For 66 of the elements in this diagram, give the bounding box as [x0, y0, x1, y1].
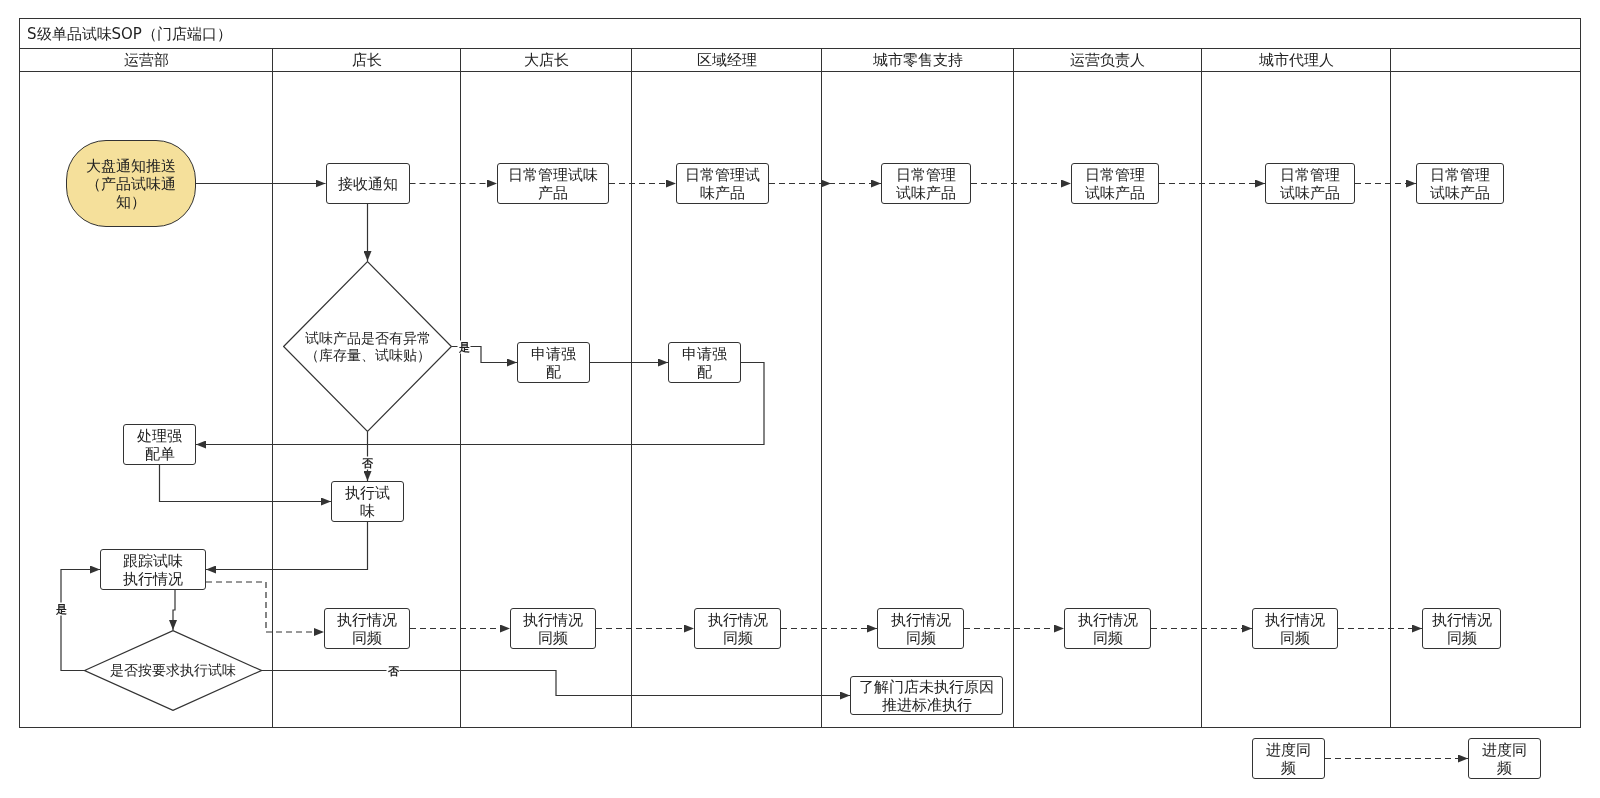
start-terminator: 大盘通知推送（产品试味通知）: [66, 140, 196, 227]
process-box: 执行情况同频: [1422, 608, 1501, 649]
edge-label: 否: [361, 456, 374, 470]
arrow: [195, 179, 327, 188]
swimlane: [20, 49, 273, 727]
swimlane: [632, 49, 822, 727]
process-box: 执行情况同频: [1252, 608, 1338, 649]
process-box: 日常管理试味产品: [881, 163, 971, 204]
swimlane: [822, 49, 1014, 727]
arrow: [1150, 624, 1253, 633]
process-box: 日常管理试味产品: [1416, 163, 1504, 204]
lane-header: 城市代理人: [1258, 51, 1334, 69]
arrow: [963, 624, 1065, 633]
arrow: [780, 624, 878, 633]
arrow: [589, 358, 669, 367]
process-box: 申请强配: [517, 342, 590, 383]
arrow: [768, 180, 882, 188]
process-box: 进度同频: [1468, 738, 1541, 779]
decision-diamond: 是否按要求执行试味: [84, 630, 262, 711]
decision-diamond: 试味产品是否有异常（库存量、试味贴）: [283, 261, 452, 432]
edge-label: 是: [54, 602, 68, 616]
lane-header: 城市零售支持: [872, 51, 963, 69]
arrow: [205, 521, 369, 574]
arrow: [595, 624, 695, 633]
arrow: [363, 203, 372, 262]
process-box: 执行情况同频: [877, 608, 964, 649]
process-box: 进度同频: [1252, 738, 1325, 779]
process-box: 了解门店未执行原因推进标准执行: [850, 676, 1003, 715]
process-box: 执行情况同频: [510, 608, 596, 649]
process-box: 日常管理试味产品: [676, 163, 769, 204]
process-box: 申请强配: [668, 342, 741, 383]
lane-header: 运营部: [123, 51, 169, 69]
swimlane: [1202, 49, 1391, 727]
process-box: 执行试味: [331, 481, 404, 522]
arrow: [195, 361, 765, 449]
process-box: 执行情况同频: [324, 608, 410, 649]
arrow: [261, 669, 851, 700]
arrow: [60, 565, 101, 672]
lane-header: 区域经理: [696, 51, 757, 69]
process-box: 执行情况同频: [1064, 608, 1151, 649]
arrow: [1158, 179, 1266, 188]
pool-header: S级单品试味SOP（门店端口）: [27, 24, 232, 44]
arrow: [1354, 179, 1417, 188]
process-box: 日常管理试味产品: [497, 163, 609, 204]
lane-header: 大店长: [523, 51, 569, 69]
arrow: [409, 624, 511, 633]
arrow: [970, 179, 1072, 188]
process-box: 日常管理试味产品: [1265, 163, 1355, 204]
arrow: [408, 179, 498, 188]
swimlane: [1014, 49, 1202, 727]
process-box: 跟踪试味执行情况: [100, 549, 206, 590]
arrow: [158, 464, 332, 506]
lane-header: 店长: [351, 51, 382, 69]
swimlane: [461, 49, 632, 727]
arrow: [608, 179, 677, 188]
arrow: [169, 589, 177, 631]
lane-header: 运营负责人: [1070, 51, 1145, 69]
process-box: 执行情况同频: [694, 608, 781, 649]
swimlane-pool: [19, 18, 1581, 728]
process-box: 日常管理试味产品: [1071, 163, 1159, 204]
edge-label: 否: [386, 664, 400, 677]
arrow: [1337, 624, 1423, 633]
arrow: [205, 581, 325, 636]
process-box: 处理强配单: [123, 424, 196, 465]
process-box: 接收通知: [325, 163, 410, 204]
arrow: [1324, 754, 1469, 763]
